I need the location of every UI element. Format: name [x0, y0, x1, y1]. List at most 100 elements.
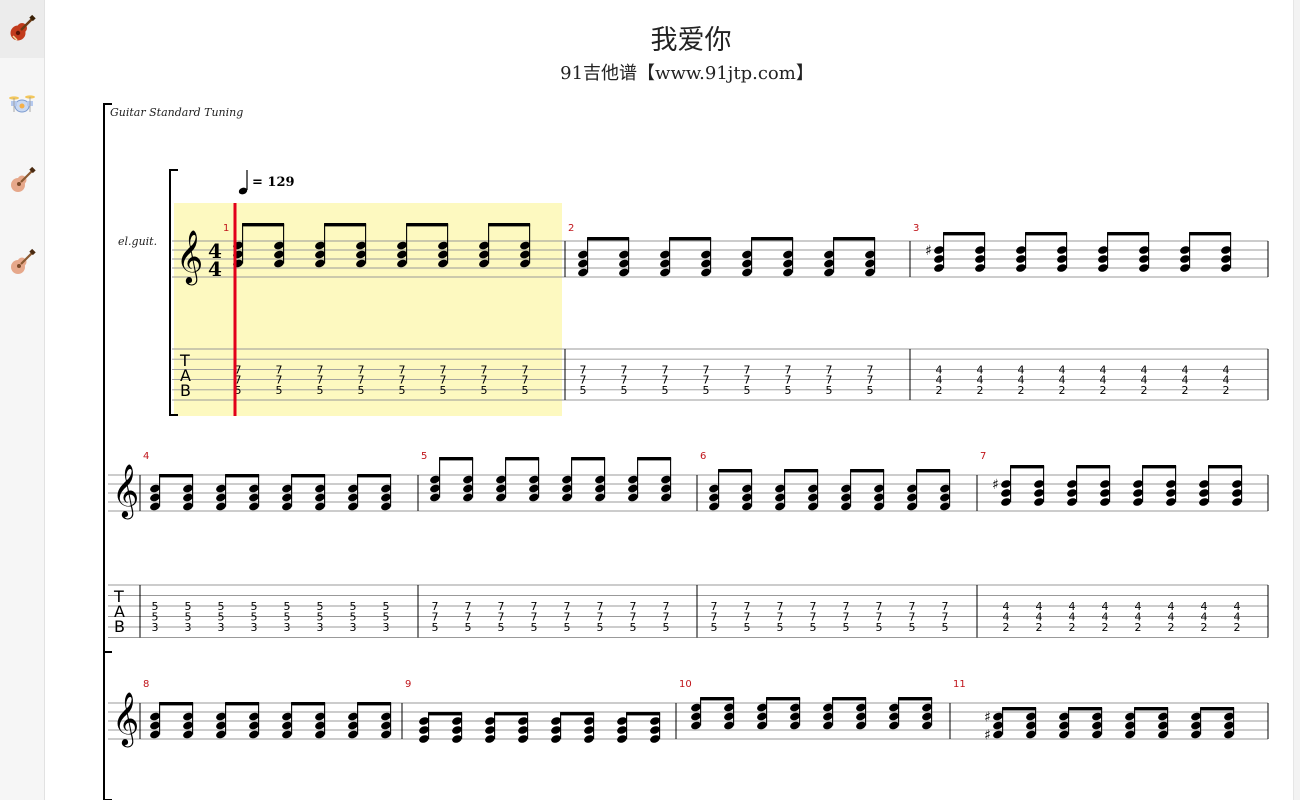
notehead[interactable]	[1056, 263, 1068, 273]
notehead[interactable]	[1058, 720, 1070, 730]
notehead[interactable]	[1223, 729, 1235, 739]
notehead[interactable]	[281, 483, 293, 493]
notehead[interactable]	[822, 711, 834, 721]
notehead[interactable]	[478, 249, 490, 259]
notehead[interactable]	[992, 729, 1004, 739]
notehead[interactable]	[906, 492, 918, 502]
notehead[interactable]	[519, 258, 531, 268]
notehead[interactable]	[517, 716, 529, 726]
notehead[interactable]	[528, 474, 540, 484]
notehead[interactable]	[873, 492, 885, 502]
notehead[interactable]	[577, 267, 589, 277]
notehead[interactable]	[1099, 479, 1111, 489]
measure[interactable]: 9	[401, 679, 661, 744]
notehead[interactable]	[1000, 488, 1012, 498]
notehead[interactable]	[807, 501, 819, 511]
notehead[interactable]	[273, 249, 285, 259]
notehead[interactable]	[478, 258, 490, 268]
notehead[interactable]	[974, 245, 986, 255]
notehead[interactable]	[660, 492, 672, 502]
notehead[interactable]	[248, 483, 260, 493]
notehead[interactable]	[723, 711, 735, 721]
notehead[interactable]	[561, 483, 573, 493]
notehead[interactable]	[561, 474, 573, 484]
notehead[interactable]	[418, 716, 430, 726]
notehead[interactable]	[840, 483, 852, 493]
notehead[interactable]	[660, 483, 672, 493]
notehead[interactable]	[888, 711, 900, 721]
notehead[interactable]	[660, 474, 672, 484]
notehead[interactable]	[418, 725, 430, 735]
notehead[interactable]	[1179, 254, 1191, 264]
notehead[interactable]	[921, 702, 933, 712]
notehead[interactable]	[933, 245, 945, 255]
notehead[interactable]	[347, 729, 359, 739]
notehead[interactable]	[1099, 497, 1111, 507]
notehead[interactable]	[855, 720, 867, 730]
notehead[interactable]	[396, 258, 408, 268]
notehead[interactable]	[182, 501, 194, 511]
notehead[interactable]	[182, 492, 194, 502]
notehead[interactable]	[429, 474, 441, 484]
vertical-scrollbar[interactable]	[1293, 0, 1300, 800]
notehead[interactable]	[921, 711, 933, 721]
notehead[interactable]	[248, 720, 260, 730]
notehead[interactable]	[281, 492, 293, 502]
notehead[interactable]	[1223, 711, 1235, 721]
track-button-electric-guitar[interactable]	[0, 0, 44, 58]
notehead[interactable]	[1220, 263, 1232, 273]
notehead[interactable]	[823, 267, 835, 277]
notehead[interactable]	[528, 483, 540, 493]
notehead[interactable]	[355, 258, 367, 268]
notehead[interactable]	[690, 720, 702, 730]
notehead[interactable]	[700, 249, 712, 259]
notehead[interactable]	[974, 254, 986, 264]
notehead[interactable]	[741, 483, 753, 493]
measure[interactable]: 10	[675, 679, 933, 739]
notehead[interactable]	[774, 483, 786, 493]
notehead[interactable]	[273, 258, 285, 268]
notehead[interactable]	[429, 492, 441, 502]
notehead[interactable]	[708, 483, 720, 493]
notehead[interactable]	[1231, 488, 1243, 498]
notehead[interactable]	[577, 258, 589, 268]
notehead[interactable]	[1025, 720, 1037, 730]
notehead[interactable]	[437, 240, 449, 250]
notehead[interactable]	[618, 258, 630, 268]
notehead[interactable]	[314, 240, 326, 250]
track-button-drums[interactable]	[0, 72, 44, 130]
notehead[interactable]	[314, 711, 326, 721]
notehead[interactable]	[314, 258, 326, 268]
notehead[interactable]	[1056, 254, 1068, 264]
notehead[interactable]	[1015, 245, 1027, 255]
notehead[interactable]	[347, 711, 359, 721]
notehead[interactable]	[149, 729, 161, 739]
notehead[interactable]	[1097, 263, 1109, 273]
notehead[interactable]	[215, 501, 227, 511]
notehead[interactable]	[495, 492, 507, 502]
notehead[interactable]	[577, 249, 589, 259]
notehead[interactable]	[649, 725, 661, 735]
notehead[interactable]	[864, 267, 876, 277]
notehead[interactable]	[855, 702, 867, 712]
notehead[interactable]	[616, 725, 628, 735]
notehead[interactable]	[774, 492, 786, 502]
notehead[interactable]	[347, 492, 359, 502]
notehead[interactable]	[1091, 729, 1103, 739]
notehead[interactable]	[495, 474, 507, 484]
notehead[interactable]	[248, 711, 260, 721]
notehead[interactable]	[1066, 488, 1078, 498]
notehead[interactable]	[1223, 720, 1235, 730]
notehead[interactable]	[807, 492, 819, 502]
notehead[interactable]	[437, 249, 449, 259]
notehead[interactable]	[1220, 245, 1232, 255]
notehead[interactable]	[1165, 497, 1177, 507]
notehead[interactable]	[1033, 497, 1045, 507]
notehead[interactable]	[1097, 254, 1109, 264]
notehead[interactable]	[659, 258, 671, 268]
notehead[interactable]	[616, 734, 628, 744]
notehead[interactable]	[782, 267, 794, 277]
notehead[interactable]	[627, 474, 639, 484]
